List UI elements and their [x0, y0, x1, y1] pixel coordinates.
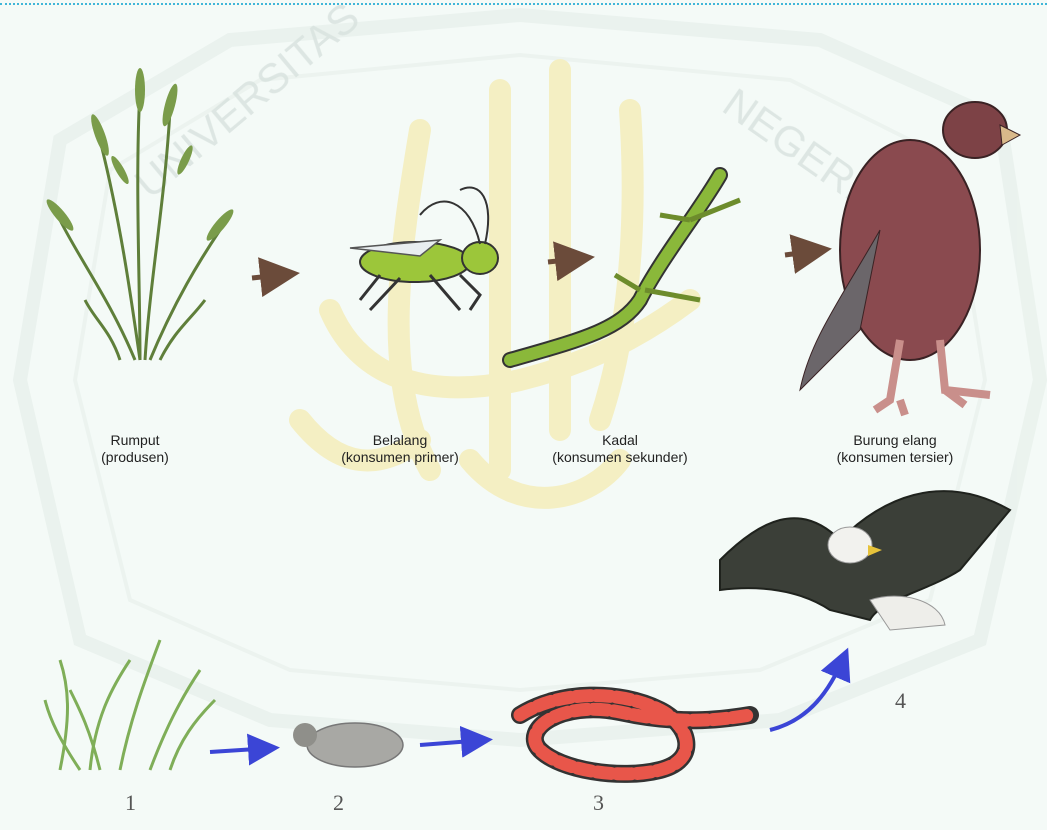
arrow-mouse-to-snake [420, 740, 485, 745]
arrow-grass-to-grasshopper [252, 274, 290, 278]
label-grass-role: (produsen) [70, 449, 200, 466]
number-2: 2 [333, 790, 344, 816]
label-hawk-name: Burung elang [810, 432, 980, 449]
mouse-illustration [293, 723, 403, 767]
grasshopper-illustration [350, 187, 498, 310]
svg-text:NEGERI: NEGERI [715, 79, 874, 210]
label-grasshopper: Belalang (konsumen primer) [320, 432, 480, 466]
arrow-lizard-to-hawk [785, 250, 822, 255]
label-grasshopper-name: Belalang [320, 432, 480, 449]
number-4: 4 [895, 688, 906, 714]
label-lizard: Kadal (konsumen sekunder) [535, 432, 705, 466]
number-3: 3 [593, 790, 604, 816]
label-hawk-role: (konsumen tersier) [810, 449, 980, 466]
number-1: 1 [125, 790, 136, 816]
label-lizard-name: Kadal [535, 432, 705, 449]
watermark-seal [20, 15, 1040, 740]
svg-text:UNIVERSITAS: UNIVERSITAS [126, 0, 368, 207]
label-grass: Rumput (produsen) [70, 432, 200, 466]
label-hawk: Burung elang (konsumen tersier) [810, 432, 980, 466]
label-grasshopper-role: (konsumen primer) [320, 449, 480, 466]
eagle-illustration [720, 491, 1010, 630]
label-grass-name: Rumput [70, 432, 200, 449]
label-lizard-role: (konsumen sekunder) [535, 449, 705, 466]
arrow-grass-to-mouse [210, 748, 272, 752]
